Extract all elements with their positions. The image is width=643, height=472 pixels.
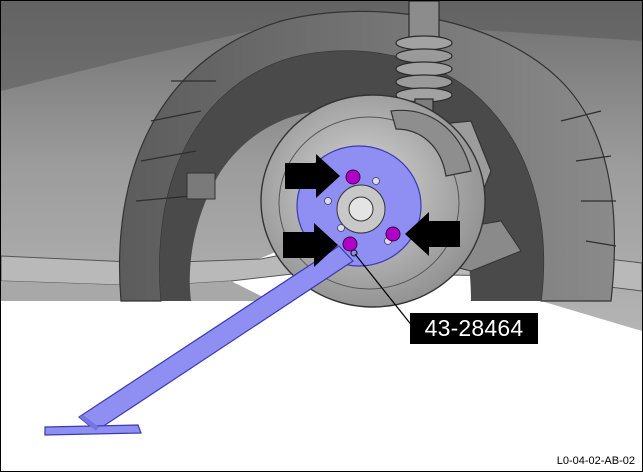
hub-center-nut: [348, 196, 374, 222]
bolt-lower-left: [342, 236, 358, 252]
upper-body-shading: [1, 1, 642, 91]
arrow-upper-left: [285, 154, 340, 198]
bolt-upper-left: [345, 169, 361, 185]
arrow-lower-left: [283, 223, 338, 267]
brake-disc-inner-ring: [278, 116, 460, 290]
bolt-right: [385, 226, 401, 242]
tool-foot: [44, 424, 142, 436]
arch-inner-shade: [159, 51, 544, 301]
callout-leader: [354, 253, 414, 328]
tool-part-number-label: 43-28464: [410, 313, 538, 344]
bolt-lower-left-ring: [350, 249, 358, 257]
liner-clip: [186, 172, 216, 200]
figure-reference-code: L0-04-02-AB-02: [556, 455, 635, 467]
brake-caliper: [390, 109, 472, 177]
liner-ribs: [135, 80, 617, 247]
tool-foot-stem: [79, 415, 99, 431]
arrow-right: [405, 212, 460, 256]
